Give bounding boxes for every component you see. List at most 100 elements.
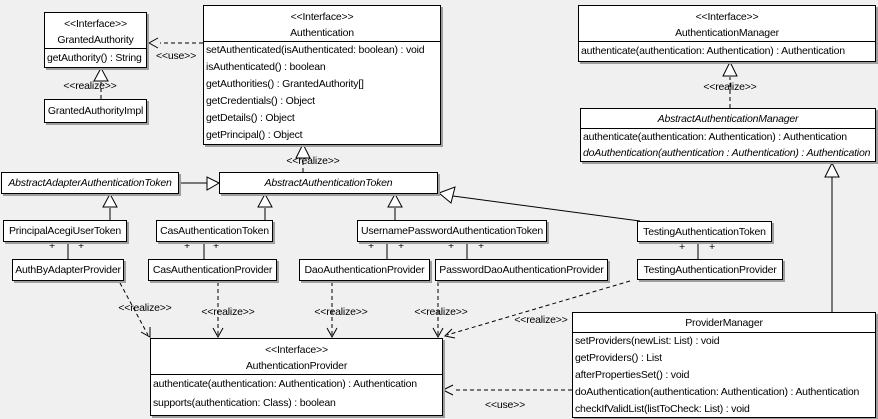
generalization-arrowhead-icon <box>824 161 840 178</box>
method: getCredentials() : Object <box>206 95 315 107</box>
realize-label: <<realize>> <box>286 155 340 167</box>
stereotype-label: <<Interface>> <box>290 11 354 23</box>
realize-label: <<realize>> <box>703 81 757 93</box>
class-name: TestingAuthenticationToken <box>643 225 766 238</box>
class-provider-manager[interactable]: ProviderManager setProviders(newList: Li… <box>572 312 876 418</box>
class-testing-authentication-token[interactable]: TestingAuthenticationToken <box>637 221 772 242</box>
association-end-label: + <box>478 240 484 252</box>
class-abstract-authentication-token[interactable]: AbstractAuthenticationToken <box>219 172 438 194</box>
association-end-label: + <box>213 240 219 252</box>
class-name: DaoAuthenticationProvider <box>304 264 425 276</box>
class-header: ProviderManager <box>573 313 875 332</box>
method: authenticate(authentication: Authenticat… <box>581 45 845 57</box>
use-arrowhead-icon <box>441 384 454 396</box>
association-end-label: + <box>679 241 685 253</box>
stereotype-label: <<Interface>> <box>265 344 328 356</box>
class-granted-authority-impl[interactable]: GrantedAuthorityImpl <box>44 99 147 123</box>
class-granted-authority[interactable]: <<Interface>> GrantedAuthority getAuthor… <box>44 12 147 68</box>
generalization-arrowhead-icon <box>206 176 221 191</box>
method-list: setAuthenticated(isAuthenticated: boolea… <box>204 41 440 144</box>
generalization-line <box>452 195 641 222</box>
method: doAuthentication(authentication: Authent… <box>575 386 860 398</box>
method: setProviders(newList: List) : void <box>575 335 720 347</box>
realize-label: <<realize>> <box>118 302 172 314</box>
class-authentication[interactable]: <<Interface>> Authentication setAuthenti… <box>203 5 441 145</box>
stereotype-label: <<Interface>> <box>64 18 127 30</box>
class-header: <<Interface>> GrantedAuthority <box>45 13 146 48</box>
class-header: <<Interface>> Authentication <box>204 6 440 41</box>
method: getAuthority() : String <box>47 52 142 64</box>
realize-open-arrowhead-icon <box>443 328 456 339</box>
class-name: CasAuthenticationToken <box>160 225 269 237</box>
class-abstract-authentication-manager[interactable]: AbstractAuthenticationManager authentica… <box>580 108 876 162</box>
class-name: GrantedAuthority <box>57 34 134 46</box>
method-list: authenticate(authentication: Authenticat… <box>579 41 875 61</box>
method: getProviders() : List <box>575 352 662 364</box>
realize-line <box>446 280 631 336</box>
class-abstract-adapter-authentication-token[interactable]: AbstractAdapterAuthenticationToken <box>1 172 179 194</box>
realize-line <box>119 282 149 336</box>
class-cas-authentication-token[interactable]: CasAuthenticationToken <box>156 220 273 242</box>
class-testing-authentication-provider[interactable]: TestingAuthenticationProvider <box>637 259 783 280</box>
class-dao-authentication-provider[interactable]: DaoAuthenticationProvider <box>299 259 430 281</box>
realize-open-arrowhead-icon <box>140 327 151 338</box>
class-header: <<Interface>> AuthenticationManager <box>579 6 875 41</box>
class-name: GrantedAuthorityImpl <box>47 105 144 117</box>
realize-label: <<realize>> <box>201 306 255 318</box>
method: checkIfValidList(listToCheck: List) : vo… <box>575 403 750 415</box>
association-end-label: + <box>709 241 715 253</box>
method: getPrincipal() : Object <box>206 129 303 141</box>
class-name: UsernamePasswordAuthenticationToken <box>360 225 544 237</box>
class-name: Authentication <box>290 27 354 39</box>
class-name: AbstractAuthenticationManager <box>657 113 799 125</box>
realize-label: <<realize>> <box>514 314 568 326</box>
realize-open-arrowhead-icon <box>212 327 224 339</box>
association-end-label: + <box>49 240 55 252</box>
method: afterPropertiesSet() : void <box>575 369 690 381</box>
generalization-arrowhead-icon <box>102 192 118 208</box>
realize-label: <<realize>> <box>63 80 117 92</box>
class-principal-acegi-user-token[interactable]: PrincipalAcegiUserToken <box>3 220 127 242</box>
class-cas-authentication-provider[interactable]: CasAuthenticationProvider <box>148 259 277 281</box>
generalization-arrowhead-icon <box>257 192 273 208</box>
class-name: AuthenticationProvider <box>245 360 348 372</box>
class-header: <<Interface>> AuthenticationProvider <box>151 339 442 374</box>
use-label: <<use>> <box>484 399 526 411</box>
realize-arrowhead-icon <box>295 142 311 159</box>
class-name: PasswordDaoAuthenticationProvider <box>439 264 604 276</box>
stereotype-label: <<Interface>> <box>695 11 759 23</box>
class-auth-by-adapter-provider[interactable]: AuthByAdapterProvider <box>12 259 124 281</box>
method: authenticate(authentication: Authenticat… <box>583 131 847 143</box>
method-list: getAuthority() : String <box>45 48 146 68</box>
method: getAuthorities() : GrantedAuthority[] <box>206 78 364 90</box>
realize-open-arrowhead-icon <box>326 327 338 339</box>
class-header: AbstractAuthenticationManager <box>581 109 875 128</box>
realize-arrowhead-icon <box>722 60 738 77</box>
class-authentication-provider[interactable]: <<Interface>> AuthenticationProvider aut… <box>150 338 443 416</box>
method-list: authenticate(authentication: Authenticat… <box>151 374 442 413</box>
association-end-label: + <box>398 240 404 252</box>
association-end-label: + <box>184 240 190 252</box>
class-name: AbstractAuthenticationToken <box>264 177 393 189</box>
class-authentication-manager[interactable]: <<Interface>> AuthenticationManager auth… <box>578 5 876 62</box>
method-list: setProviders(newList: List) : void getPr… <box>573 332 875 418</box>
use-arrowhead-icon <box>147 37 159 49</box>
method: authenticate(authentication: Authenticat… <box>153 378 417 390</box>
realize-label: <<realize>> <box>314 306 368 318</box>
class-name: CasAuthenticationProvider <box>152 264 273 276</box>
class-name: AbstractAdapterAuthenticationToken <box>8 177 172 189</box>
class-username-password-authentication-token[interactable]: UsernamePasswordAuthenticationToken <box>357 220 547 242</box>
class-name: AuthByAdapterProvider <box>15 264 121 276</box>
class-password-dao-authentication-provider[interactable]: PasswordDaoAuthenticationProvider <box>435 259 608 281</box>
generalization-arrowhead-icon <box>438 186 456 204</box>
realize-label: <<realize>> <box>414 306 468 318</box>
method: getDetails() : Object <box>206 112 295 124</box>
association-end-label: + <box>368 240 374 252</box>
method: setAuthenticated(isAuthenticated: boolea… <box>206 44 425 56</box>
method-list: authenticate(authentication: Authenticat… <box>581 128 875 161</box>
realize-arrowhead-icon <box>93 66 109 82</box>
class-name: PrincipalAcegiUserToken <box>8 225 122 237</box>
generalization-arrowhead-icon <box>387 192 403 208</box>
